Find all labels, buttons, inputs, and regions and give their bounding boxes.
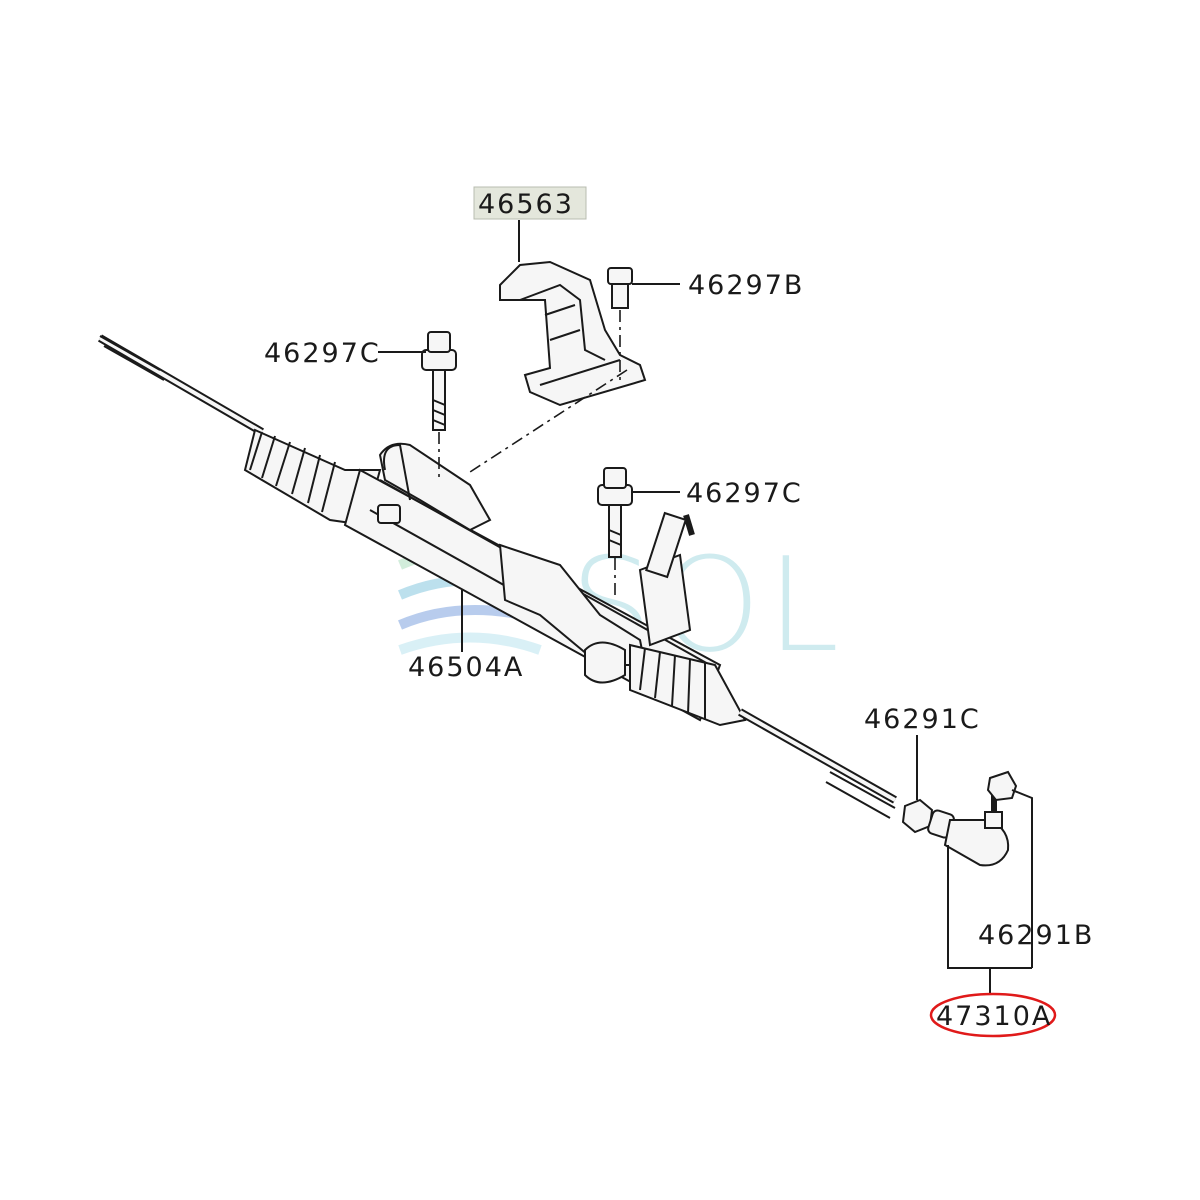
rack-clamp bbox=[377, 442, 492, 532]
leader-lines bbox=[378, 220, 1033, 995]
pinion-housing bbox=[498, 511, 695, 684]
callout-46291B: 46291B bbox=[978, 920, 1094, 951]
right-boot bbox=[629, 643, 747, 727]
steering-rack-assembly bbox=[97, 334, 897, 819]
callout-46504A: 46504A bbox=[408, 652, 524, 683]
callout-46297C-mid: 46297C bbox=[686, 478, 803, 509]
callout-46563: 46563 bbox=[478, 189, 574, 220]
bolt-46297C-mid bbox=[597, 467, 633, 600]
callout-46563-highlight bbox=[473, 186, 587, 220]
callout-46297B: 46297B bbox=[688, 270, 804, 301]
callout-47310A: 47310A bbox=[936, 1001, 1052, 1032]
callout-46297C-top: 46297C bbox=[264, 338, 381, 369]
bolt-46297C-top bbox=[421, 331, 457, 480]
callouts: 46563 46297B 46297C 46297C 46504A 46291C… bbox=[264, 186, 1094, 1038]
callout-46291C: 46291C bbox=[864, 704, 981, 735]
bolt-46297B bbox=[607, 267, 633, 380]
mounting-bracket bbox=[499, 260, 647, 407]
callout-47310A-highlight bbox=[929, 992, 1057, 1038]
tie-rod-end bbox=[927, 770, 1018, 867]
